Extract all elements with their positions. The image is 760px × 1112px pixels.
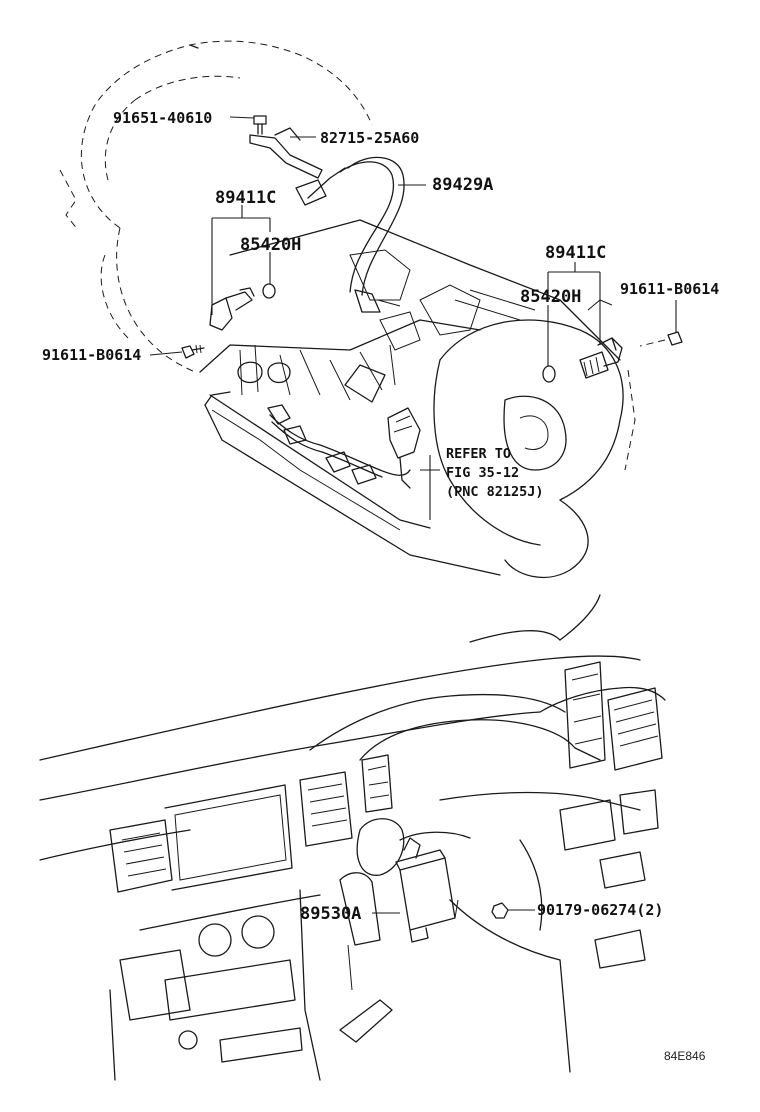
label-refer-line3: (PNC 82125J): [446, 484, 544, 500]
sensor-left-89411C: [209, 287, 255, 331]
wire-harness-89429A: [295, 156, 405, 313]
sensor-right-89411C: [579, 337, 623, 379]
label-bolt-right: 91611-B0614: [620, 280, 719, 298]
label-ecu: 89530A: [300, 904, 361, 924]
label-bolt-left: 91611-B0614: [42, 346, 141, 364]
leader-lines: [149, 116, 677, 914]
bracket-82715-25A60: [249, 127, 323, 179]
dashboard-drawing: [39, 594, 666, 1081]
ecu-89530A: [395, 837, 459, 943]
oring-left-85420H: [262, 283, 276, 299]
part-labels: 91651-40610 82715-25A60 89429A 89411C 85…: [42, 109, 719, 1063]
label-refer-line1: REFER TO: [446, 446, 511, 462]
label-nut: 90179-06274(2): [537, 901, 663, 919]
label-refer-line2: FIG 35-12: [446, 465, 519, 481]
pan-harness: [267, 404, 421, 489]
label-sensor-right: 89411C: [545, 243, 606, 263]
label-bracket: 82715-25A60: [320, 129, 419, 147]
figure-code: 84E846: [664, 1049, 706, 1063]
bolt-91651-40610: [253, 115, 267, 135]
label-oring-right: 85420H: [520, 287, 581, 307]
nut-90179-06274: [491, 902, 509, 919]
label-oring-left: 85420H: [240, 235, 301, 255]
label-sensor-left: 89411C: [215, 188, 276, 208]
label-bolt-top: 91651-40610: [113, 109, 212, 127]
bolt-right-91611-B0614: [639, 331, 683, 347]
bolt-left-91611-B0614: [181, 344, 205, 359]
label-harness: 89429A: [432, 175, 493, 195]
oring-right-85420H: [542, 365, 556, 383]
